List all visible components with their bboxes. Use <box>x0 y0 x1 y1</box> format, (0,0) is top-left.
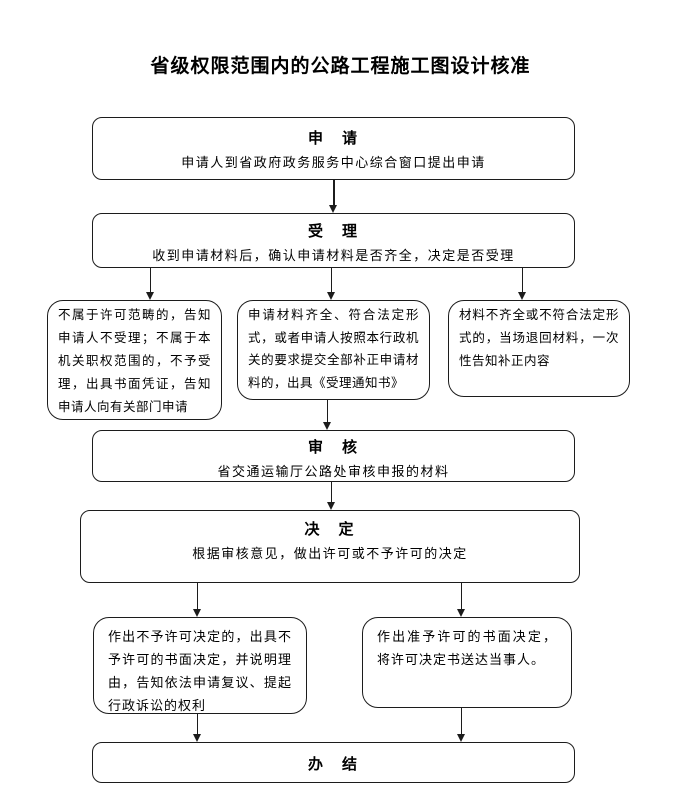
node-review-body: 省交通运输厅公路处审核申报的材料 <box>217 464 450 479</box>
node-deny: 作出不予许可决定的，出具不予许可的书面决定，并说明理由，告知依法申请复议、提起行… <box>93 617 307 714</box>
connector-accept-right-arrow <box>517 292 526 300</box>
connector-accept-mid-line <box>330 268 332 293</box>
node-incomplete-body: 材料不齐全或不符合法定形式的，当场退回材料，一次性告知补正内容 <box>459 308 619 368</box>
connector-apply-accept-line <box>333 180 335 206</box>
connector-accept-left-arrow <box>145 292 154 300</box>
node-apply-body: 申请人到省政府政务服务中心综合窗口提出申请 <box>181 155 486 170</box>
node-review: 审 核 省交通运输厅公路处审核申报的材料 <box>92 430 575 482</box>
connector-review-decide-line <box>330 482 332 503</box>
connector-accept-mid-arrow <box>326 292 335 300</box>
node-decide: 决 定 根据审核意见，做出许可或不予许可的决定 <box>80 510 580 583</box>
node-finish-heading: 办 结 <box>307 757 359 773</box>
node-finish: 办 结 <box>92 742 575 783</box>
node-decide-body: 根据审核意见，做出许可或不予许可的决定 <box>192 546 468 561</box>
node-accept: 受 理 收到申请材料后，确认申请材料是否齐全，决定是否受理 <box>92 213 575 268</box>
node-accept-body: 收到申请材料后，确认申请材料是否齐全，决定是否受理 <box>152 248 515 263</box>
node-decide-heading: 决 定 <box>304 522 356 538</box>
node-apply: 申 请 申请人到省政府政务服务中心综合窗口提出申请 <box>92 117 575 180</box>
node-complete-body: 申请材料齐全、符合法定形式，或者申请人按照本行政机关的要求提交全部补正申请材料的… <box>248 308 419 390</box>
connector-decide-grant-arrow <box>456 609 465 617</box>
connector-grant-finish-line <box>460 708 462 735</box>
page-title: 省级权限范围内的公路工程施工图设计核准 <box>150 56 531 77</box>
connector-decide-deny-arrow <box>192 609 201 617</box>
connector-deny-finish-arrow <box>192 734 201 742</box>
connector-apply-accept-arrow <box>329 205 337 213</box>
node-incomplete: 材料不齐全或不符合法定形式的，当场退回材料，一次性告知补正内容 <box>448 300 630 397</box>
connector-review-decide-arrow <box>326 502 335 510</box>
node-accept-heading: 受 理 <box>307 224 359 240</box>
node-deny-body: 作出不予许可决定的，出具不予许可的书面决定，并说明理由，告知依法申请复议、提起行… <box>108 629 292 713</box>
node-complete: 申请材料齐全、符合法定形式，或者申请人按照本行政机关的要求提交全部补正申请材料的… <box>237 300 430 400</box>
node-not-in-scope: 不属于许可范畴的，告知申请人不受理；不属于本机关职权范围的，不予受理，出具书面凭… <box>47 300 222 420</box>
node-apply-heading: 申 请 <box>307 131 359 147</box>
connector-accept-right-line <box>521 268 523 293</box>
node-grant: 作出准予许可的书面决定，将许可决定书送达当事人。 <box>362 617 572 708</box>
connector-decide-deny-line <box>196 583 198 610</box>
connector-deny-finish-line <box>196 714 198 735</box>
connector-decide-grant-line <box>460 583 462 610</box>
node-not-in-scope-body: 不属于许可范畴的，告知申请人不受理；不属于本机关职权范围的，不予受理，出具书面凭… <box>58 308 211 414</box>
connector-complete-review-arrow <box>322 422 331 430</box>
connector-grant-finish-arrow <box>456 734 465 742</box>
node-grant-body: 作出准予许可的书面决定，将许可决定书送达当事人。 <box>377 629 557 667</box>
node-review-heading: 审 核 <box>307 440 359 456</box>
connector-complete-review-line <box>326 400 328 423</box>
connector-accept-left-line <box>149 268 151 293</box>
